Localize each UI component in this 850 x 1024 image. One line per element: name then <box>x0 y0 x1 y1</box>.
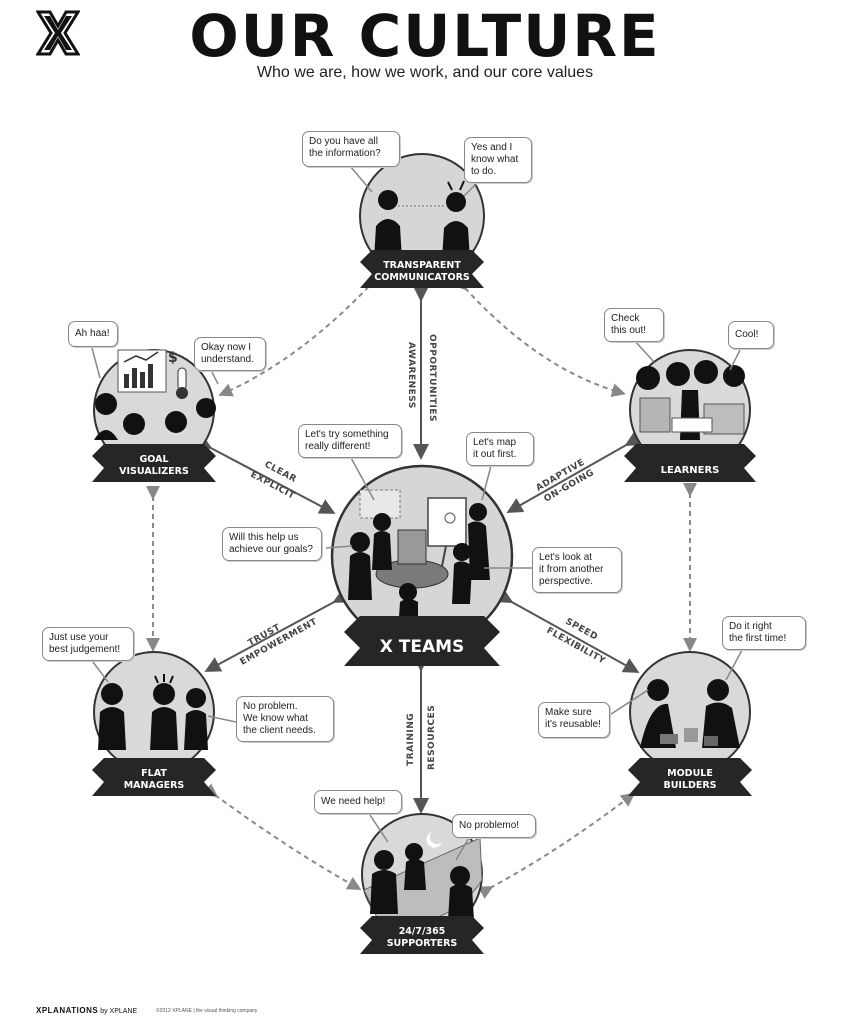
node-supporters: 24/7/365 SUPPORTERS <box>360 813 484 954</box>
node-x-teams: X TEAMS <box>330 464 514 666</box>
node-module-builders: MODULE BUILDERS <box>628 651 752 796</box>
dashed-connectors <box>146 267 697 899</box>
bubble-line: perspective. <box>539 576 593 587</box>
bubble-line: We know what <box>243 713 308 724</box>
bubble-map: Let's map it out first. <box>466 432 534 466</box>
bubble-line: Check <box>611 313 640 324</box>
bubble-line: it's reusable! <box>545 719 601 730</box>
bubble-perspective: Let's look at it from another perspectiv… <box>532 547 622 593</box>
bubble-line: Do you have all <box>309 136 378 147</box>
footer-by: by XPLANE <box>100 1008 138 1015</box>
bubble-okay: Okay now I understand. <box>194 337 266 371</box>
bubble-line: Let's look at <box>539 552 593 563</box>
bubble-yes: Yes and I know what to do. <box>464 137 532 183</box>
bubble-right: Do it right the first time! <box>722 616 806 650</box>
page-subtitle: Who we are, how we work, and our core va… <box>256 64 594 81</box>
bubble-line: Yes and I <box>471 142 513 153</box>
bubble-line: the client needs. <box>243 725 316 736</box>
figures-flat <box>98 683 208 750</box>
bubble-line: No problem. <box>243 701 298 712</box>
bubble-line: Just use your <box>49 632 109 643</box>
bubble-check: Check this out! <box>604 308 664 342</box>
thermometer-icon <box>176 367 188 399</box>
node-label-line1: 24/7/365 <box>399 926 446 937</box>
node-label-line2: BUILDERS <box>663 780 716 791</box>
bubble-line: the information? <box>309 148 381 159</box>
footer-brand-name: XPLANATIONS <box>36 1006 99 1015</box>
node-label-line2: COMMUNICATORS <box>374 272 470 283</box>
node-label-line1: X TEAMS <box>380 637 465 657</box>
bubble-line: Okay now I <box>201 342 252 353</box>
node-transparent-communicators: TRANSPARENT COMMUNICATORS <box>359 153 485 288</box>
bubble-line: achieve our goals? <box>229 544 313 555</box>
node-label-line2: MANAGERS <box>124 780 185 791</box>
bubble-need-help: We need help! <box>314 790 402 814</box>
bubble-noproblem: No problem. We know what the client need… <box>236 696 334 742</box>
dashed-top-left <box>218 267 387 397</box>
bubble-line: the first time! <box>729 633 787 644</box>
bubble-line: to do. <box>471 166 497 177</box>
node-label-line1: FLAT <box>141 768 167 779</box>
bubble-line: Will this help us <box>229 532 299 543</box>
figure-left <box>374 190 402 260</box>
node-goal-visualizers: $ GOAL VISUALIZERS <box>92 349 216 482</box>
bubble-line: Do it right <box>729 621 772 632</box>
bubble-line: this out! <box>611 325 647 336</box>
bubble-line: best judgement! <box>49 644 121 655</box>
node-label-line2: SUPPORTERS <box>387 938 458 949</box>
figures-goal <box>94 393 216 452</box>
node-label-line1: GOAL <box>139 454 168 465</box>
moon-icon <box>426 832 442 848</box>
solid-connectors <box>194 286 643 814</box>
node-label-line1: TRANSPARENT <box>383 260 461 271</box>
bubble-line: know what <box>471 154 519 165</box>
node-label-line1: MODULE <box>667 768 713 779</box>
bubble-problemo: No problemo! <box>452 814 536 838</box>
bubble-judgement: Just use your best judgement! <box>42 627 134 661</box>
page-title: OUR CULTURE <box>189 2 661 70</box>
bubble-ahhaa: Ah haa! <box>68 321 118 347</box>
label-resources: RESOURCES <box>427 705 437 770</box>
bubble-try: Let's try something really different! <box>298 424 402 458</box>
node-label-line2: VISUALIZERS <box>119 466 189 477</box>
bubble-help-goals: Will this help us achieve our goals? <box>222 527 322 561</box>
dashed-bottom-right <box>477 792 636 899</box>
spoke-upper-right <box>506 431 643 513</box>
bubble-cool: Cool! <box>728 321 774 349</box>
bubble-line: it out first. <box>473 449 517 460</box>
label-opportunities: OPPORTUNITIES <box>427 334 437 422</box>
bubble-line: Cool! <box>735 329 759 340</box>
dollar-icon: $ <box>168 350 178 366</box>
bubble-line: Ah haa! <box>75 328 110 339</box>
node-label-line1: LEARNERS <box>661 465 720 476</box>
label-training: TRAINING <box>406 713 416 766</box>
xplane-x-logo <box>36 10 80 56</box>
node-flat-managers: FLAT MANAGERS <box>92 651 216 796</box>
bubble-line: really different! <box>305 441 371 452</box>
figures-xteams <box>348 503 490 632</box>
dashed-top-right <box>453 275 626 398</box>
dashed-bottom-left <box>202 783 362 890</box>
bubble-info: Do you have all the information? <box>302 131 400 167</box>
bubble-line: Let's try something <box>305 429 389 440</box>
spoke-upper-left <box>194 434 336 514</box>
label-awareness: AWARENESS <box>406 342 416 409</box>
spoke-lower-right <box>495 588 640 673</box>
bubble-line: No problemo! <box>459 820 520 831</box>
bubble-reusable: Make sure it's reusable! <box>538 702 610 738</box>
bubble-line: Let's map <box>473 437 517 448</box>
bubble-line: We need help! <box>321 796 386 807</box>
bubble-line: it from another <box>539 564 604 575</box>
footer-copyright: ©2012 XPLANE | the visual thinking compa… <box>156 1008 258 1014</box>
figures-supporters <box>370 843 474 920</box>
bubble-line: Make sure <box>545 707 592 718</box>
bubble-line: understand. <box>201 354 254 365</box>
node-learners: LEARNERS <box>624 349 756 482</box>
spoke-lower-left <box>204 588 351 672</box>
footer-brand: XPLANATIONS by XPLANE <box>36 1006 137 1015</box>
